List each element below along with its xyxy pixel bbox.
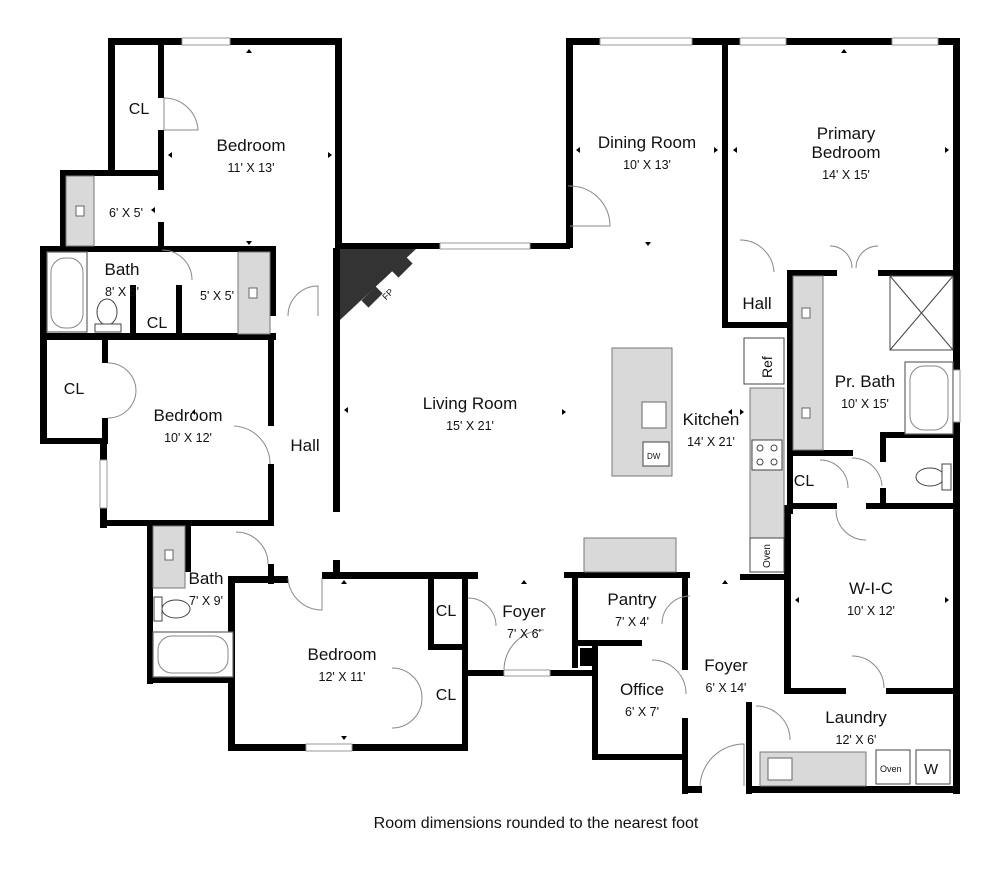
closet-label: CL bbox=[129, 101, 150, 118]
pr-bath-vanity bbox=[792, 275, 824, 451]
room-dims-laundry: 12' X 6' bbox=[836, 733, 877, 747]
room-name-kitchen: Kitchen bbox=[683, 410, 740, 429]
room-name-bath1: Bath bbox=[105, 260, 140, 279]
room-dims-office: 6' X 7' bbox=[625, 705, 659, 719]
fireplace: FP bbox=[340, 249, 416, 320]
washer bbox=[915, 749, 951, 785]
closet-label: CL bbox=[436, 603, 457, 620]
room-name-bedroom3: Bedroom bbox=[308, 645, 377, 664]
room-dims-bath1: 8' X 5' bbox=[105, 285, 139, 299]
room-name-prbath: Pr. Bath bbox=[835, 372, 895, 391]
room-name-pantry: Pantry bbox=[607, 590, 657, 609]
room-labels: Bedroom 11' X 13' Bedroom 10' X 12' Bedr… bbox=[105, 124, 896, 747]
windows bbox=[99, 37, 961, 752]
refrigerator bbox=[743, 337, 785, 385]
room-dims-bedroom2: 10' X 12' bbox=[164, 431, 212, 445]
fixtures: DW Ref Oven Oven W bbox=[46, 175, 954, 787]
room-name-bedroom2: Bedroom bbox=[154, 406, 223, 425]
room-dims-bedroom3: 12' X 11' bbox=[319, 670, 366, 684]
fireplace-label: FP bbox=[380, 287, 395, 302]
room-name-bath2: Bath bbox=[189, 569, 224, 588]
oven-kitchen bbox=[749, 537, 785, 573]
room-name-foyer1: Foyer bbox=[502, 602, 546, 621]
room-name-primary-line2: Bedroom bbox=[812, 143, 881, 162]
caption: Room dimensions rounded to the nearest f… bbox=[373, 815, 699, 832]
room-name-wic: W-I-C bbox=[849, 579, 893, 598]
room-name-living: Living Room bbox=[423, 394, 518, 413]
closet-dims-5x5: 5' X 5' bbox=[200, 289, 234, 303]
room-dims-prbath: 10' X 15' bbox=[841, 397, 889, 411]
room-dims-pantry: 7' X 4' bbox=[615, 615, 649, 629]
room-name-hall2: Hall bbox=[742, 294, 771, 313]
room-dims-bath2: 7' X 9' bbox=[189, 594, 223, 608]
laundry-oven bbox=[875, 749, 911, 785]
room-dims-foyer2: 6' X 14' bbox=[706, 681, 747, 695]
cooktop bbox=[751, 439, 783, 471]
room-name-office: Office bbox=[620, 680, 664, 699]
room-dims-living: 15' X 21' bbox=[446, 419, 494, 433]
bathtub-1 bbox=[46, 251, 88, 333]
room-name-primary-line1: Primary bbox=[817, 124, 876, 143]
closet-label: CL bbox=[64, 381, 85, 398]
room-dims-primary: 14' X 15' bbox=[822, 168, 870, 182]
floor-plan: FP DW Ref Oven bbox=[40, 37, 961, 794]
counter-south bbox=[583, 537, 677, 573]
closet-label: CL bbox=[436, 687, 457, 704]
closet-dims-6x5: 6' X 5' bbox=[109, 206, 143, 220]
bathtub-2 bbox=[152, 631, 234, 678]
room-name-laundry: Laundry bbox=[825, 708, 887, 727]
closet-label: CL bbox=[147, 315, 168, 332]
oven-label-2: Oven bbox=[880, 764, 902, 774]
washer-label: W bbox=[924, 761, 939, 778]
room-dims-bedroom1: 11' X 13' bbox=[228, 161, 275, 175]
room-dims-kitchen: 14' X 21' bbox=[687, 435, 735, 449]
closet-label: CL bbox=[794, 473, 815, 490]
closet-labels: CL 6' X 5' 5' X 5' CL CL CL CL CL bbox=[64, 101, 815, 704]
measurement-arrows bbox=[151, 49, 949, 740]
room-name-foyer2: Foyer bbox=[704, 656, 748, 675]
room-name-dining: Dining Room bbox=[598, 133, 696, 152]
room-dims-foyer1: 7' X 6' bbox=[507, 627, 541, 641]
doors bbox=[107, 97, 885, 787]
oven-label-1: Oven bbox=[762, 544, 773, 568]
dishwasher-label: DW bbox=[647, 452, 661, 461]
ref-label: Ref bbox=[759, 356, 775, 378]
room-dims-dining: 10' X 13' bbox=[623, 158, 671, 172]
room-dims-wic: 10' X 12' bbox=[847, 604, 895, 618]
room-name-bedroom1: Bedroom bbox=[217, 136, 286, 155]
room-name-hall1: Hall bbox=[290, 436, 319, 455]
pr-tub bbox=[904, 361, 954, 435]
